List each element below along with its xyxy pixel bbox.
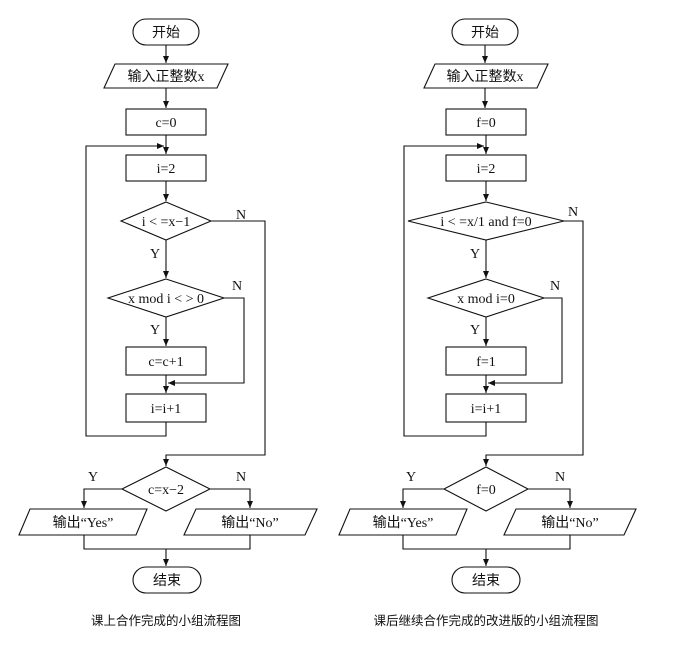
- left-i-init-text: i=2: [157, 162, 176, 177]
- right-output-yes-text: 输出“Yes”: [373, 515, 434, 531]
- right-flowchart: 开始 输入正整数x f=0 i=2 i < =x/1 and f=0 N Y x…: [338, 18, 637, 628]
- right-output-no-box: [503, 508, 637, 536]
- left-cond2-no-path: [168, 297, 245, 386]
- right-output-no-text: 输出“No”: [541, 515, 599, 531]
- left-cond2-y-label: Y: [150, 323, 160, 338]
- left-cond3-y-label: Y: [88, 470, 98, 485]
- right-cond2-n-label: N: [550, 279, 560, 294]
- left-inc-c-text: c=c+1: [148, 355, 183, 370]
- right-end-terminal: [451, 566, 521, 594]
- left-output-no-box: [183, 508, 318, 536]
- left-caption: 课上合作完成的小组流程图: [91, 613, 241, 628]
- right-i-init-box: [445, 154, 527, 182]
- left-inc-i-text: i=i+1: [151, 402, 182, 417]
- right-cond3-n-label: N: [555, 470, 565, 485]
- right-loop-back-path: [403, 143, 487, 437]
- right-cond1-text: i < =x/1 and f=0: [440, 215, 531, 230]
- left-cond2-n-label: N: [232, 279, 242, 294]
- right-cond1-no-path: [483, 220, 584, 466]
- left-output-yes-box: [18, 508, 148, 536]
- left-output-yes-text: 输出“Yes”: [53, 515, 114, 531]
- right-cond3-no-path: [528, 488, 573, 508]
- left-cond1-n-label: N: [236, 208, 246, 223]
- right-init-text: f=0: [476, 116, 496, 131]
- right-merge-path: [402, 535, 571, 550]
- right-cond3-text: f=0: [476, 483, 496, 498]
- right-input-text: 输入正整数x: [447, 69, 524, 85]
- left-init-box: [125, 108, 207, 136]
- right-cond3-yes-path: [400, 488, 444, 508]
- left-start-text: 开始: [152, 25, 180, 41]
- left-i-init-box: [125, 154, 207, 182]
- right-output-yes-box: [338, 508, 468, 536]
- right-cond3-diamond: [442, 466, 530, 512]
- right-cond1-n-label: N: [568, 205, 578, 220]
- right-inc-i-text: i=i+1: [471, 402, 502, 417]
- left-cond1-no-path: [163, 220, 266, 466]
- right-cond1-y-label: Y: [470, 247, 480, 262]
- left-end-text: 结束: [153, 573, 181, 589]
- right-set-f-text: f=1: [476, 355, 496, 370]
- right-end-text: 结束: [472, 573, 500, 589]
- left-cond3-n-label: N: [236, 470, 246, 485]
- left-cond3-yes-path: [81, 488, 122, 508]
- right-input-box: [423, 63, 549, 89]
- left-loop-back-path: [85, 143, 167, 437]
- left-cond3-no-path: [210, 488, 253, 508]
- right-init-box: [445, 108, 527, 136]
- right-start-text: 开始: [471, 25, 499, 41]
- left-init-text: c=0: [155, 116, 176, 131]
- right-i-init-text: i=2: [477, 162, 496, 177]
- right-inc-i-box: [445, 393, 527, 423]
- left-cond3-text: c=x−2: [148, 483, 184, 498]
- right-cond2-text: x mod i=0: [457, 292, 515, 307]
- left-input-box: [103, 63, 229, 89]
- left-input-text: 输入正整数x: [128, 69, 205, 85]
- right-cond3-y-label: Y: [406, 470, 416, 485]
- left-output-no-text: 输出“No”: [221, 515, 279, 531]
- left-cond1-text: i < =x−1: [142, 215, 191, 230]
- right-caption: 课后继续合作完成的改进版的小组流程图: [373, 613, 598, 628]
- left-cond3-diamond: [120, 466, 212, 512]
- left-merge-path: [83, 535, 251, 550]
- left-end-terminal: [132, 566, 202, 594]
- left-cond1-y-label: Y: [150, 247, 160, 262]
- right-set-f-box: [445, 346, 527, 376]
- right-cond2-no-path: [488, 297, 563, 386]
- left-flowchart: 开始 输入正整数x c=0 i=2 i < =x−1 N Y x mod i <…: [18, 18, 318, 628]
- right-cond2-y-label: Y: [470, 323, 480, 338]
- left-cond2-text: x mod i < > 0: [128, 292, 204, 307]
